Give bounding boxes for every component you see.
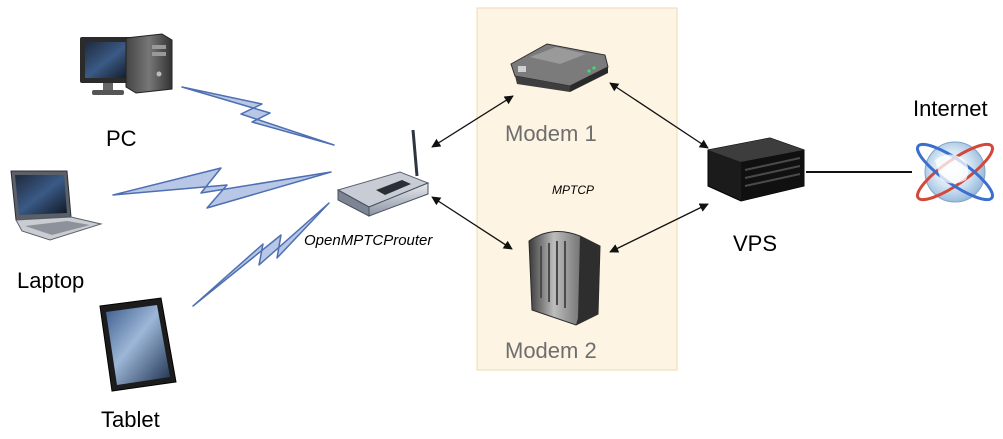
link-router-modem2 [431, 196, 513, 250]
wireless-link-laptop [112, 167, 332, 209]
server-icon [707, 137, 805, 202]
pc-label: PC [106, 126, 137, 151]
link-modem2-vps [609, 203, 709, 253]
router-label: OpenMPTCProuter [304, 232, 433, 249]
tablet-label: Tablet [101, 407, 160, 432]
internet-label: Internet [913, 96, 988, 121]
mptcp-label: MPTCP [552, 183, 594, 197]
link-modem1-vps [609, 82, 709, 149]
tablet-icon [99, 297, 177, 392]
modem1-label: Modem 1 [505, 121, 597, 146]
modem2-label: Modem 2 [505, 338, 597, 363]
link-router-modem1 [431, 95, 514, 148]
wireless-link-pc [181, 86, 335, 146]
vps-label: VPS [733, 231, 778, 256]
cable-modem-icon [528, 231, 601, 326]
laptop-icon [10, 170, 103, 241]
globe-icon [916, 141, 994, 203]
desktop-pc-icon [80, 33, 173, 95]
laptop-label: Laptop [17, 268, 85, 293]
wireless-link-tablet [192, 202, 330, 307]
modem-icon [510, 43, 609, 92]
wifi-router-icon [336, 129, 430, 217]
